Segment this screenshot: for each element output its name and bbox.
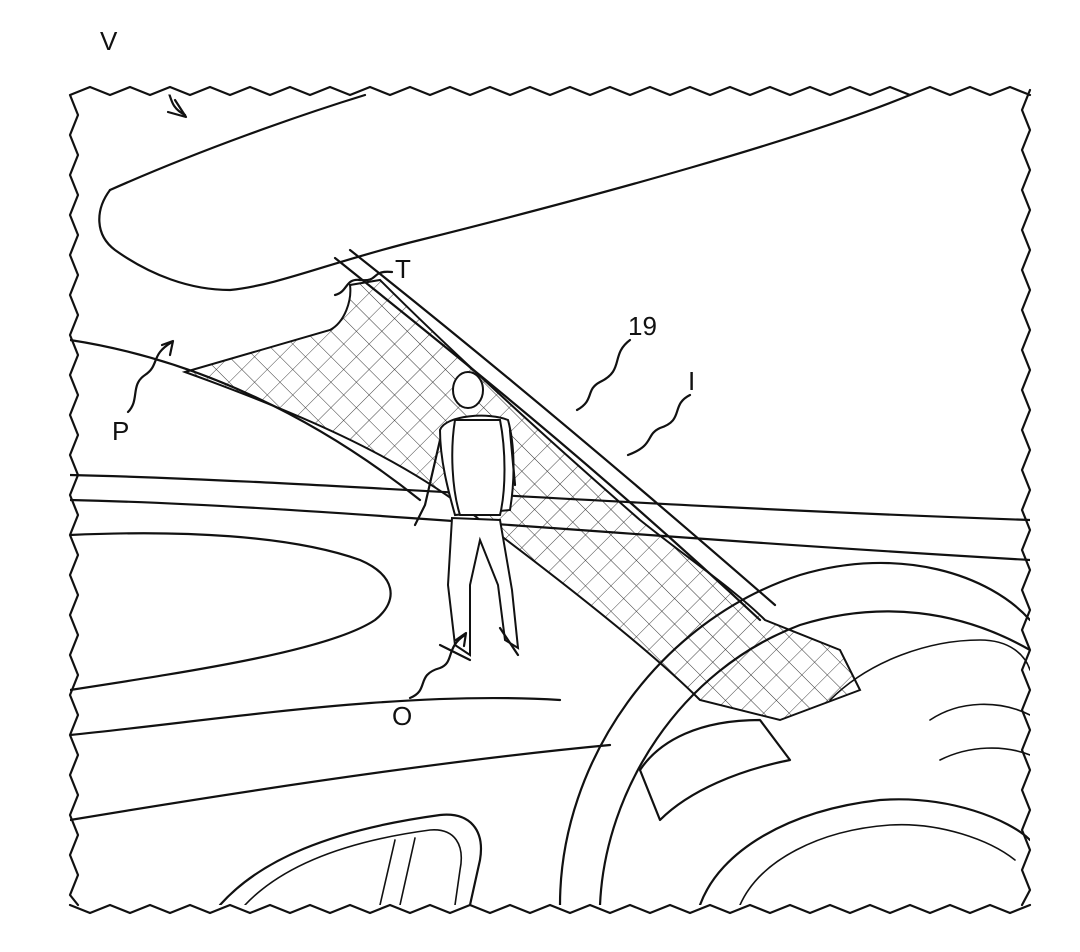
door-vent-slot <box>379 837 416 905</box>
steering-wheel-hub-inner <box>739 823 1016 905</box>
pillar-outer-edge <box>333 256 762 622</box>
steering-wheel-spoke <box>638 718 792 822</box>
leader-o-arrow <box>454 631 468 648</box>
roof-headliner <box>98 93 912 292</box>
label-t: T <box>395 254 411 284</box>
door-vent <box>218 813 483 905</box>
steering-wheel-rim <box>558 561 1030 905</box>
frame-border <box>68 85 1032 915</box>
leader-i <box>626 393 692 457</box>
leader-o <box>408 633 467 700</box>
leader-v <box>123 90 187 117</box>
label-19: 19 <box>628 311 657 341</box>
pillar-base-line <box>70 338 422 502</box>
leader-t <box>333 270 394 297</box>
steering-wheel-spoke-right <box>929 703 1030 761</box>
pedestrian-figure <box>413 371 520 662</box>
dash-lower-line <box>70 696 562 737</box>
steering-wheel-hub <box>698 798 1030 905</box>
leader-v-arrow <box>166 98 188 119</box>
label-v: V <box>100 26 118 56</box>
dash-bottom-line <box>70 743 612 822</box>
leader-p <box>126 340 174 414</box>
dash-curve <box>70 532 392 692</box>
roof-edge <box>108 93 367 192</box>
label-o: O <box>392 701 412 731</box>
label-p: P <box>112 416 129 446</box>
leader-19 <box>575 338 632 412</box>
label-i: I <box>688 366 695 396</box>
leader-p-arrow <box>160 339 175 357</box>
steering-wheel-rim-inner <box>598 610 1030 905</box>
door-vent-inner <box>244 829 462 905</box>
instrument-cluster <box>829 639 1030 701</box>
pillar-inner-edge <box>348 248 777 607</box>
pillar-display <box>181 278 862 722</box>
